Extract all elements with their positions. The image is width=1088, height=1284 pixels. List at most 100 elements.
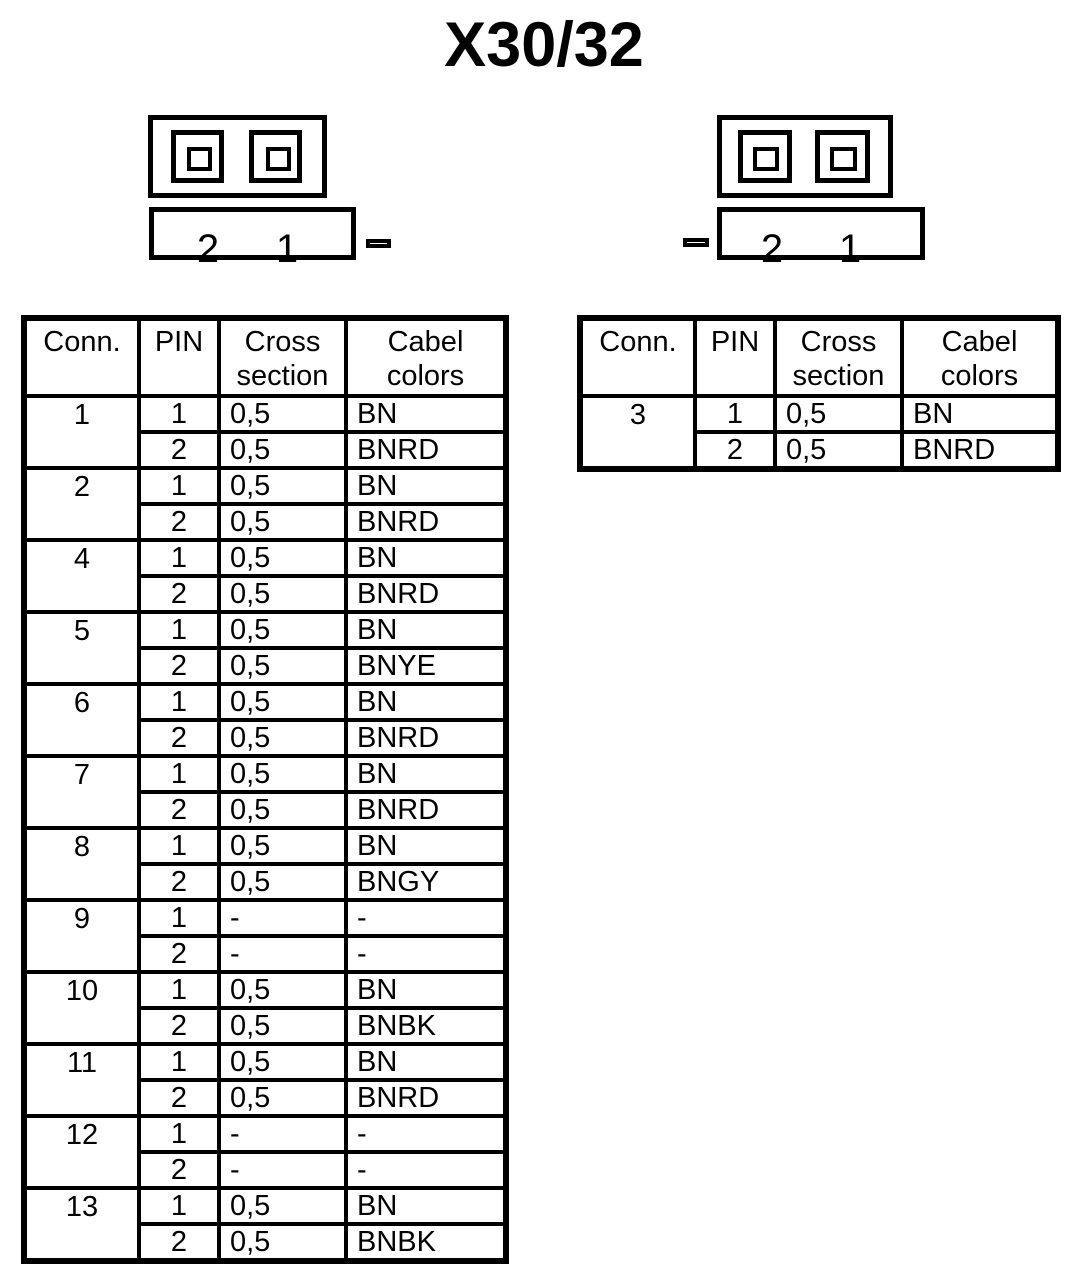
connector-latch-icon (366, 239, 391, 248)
cable-color-cell: BN (344, 538, 508, 578)
pin-cell: 1 (137, 682, 221, 722)
table-row: 2-- (24, 1150, 508, 1190)
pin-cell: 2 (137, 574, 221, 614)
cross-section-cell: 0,5 (217, 610, 348, 650)
connector-diagram-left: 2 1 (148, 115, 404, 275)
connector-base-icon (717, 207, 925, 260)
conn-cell: 8 (22, 826, 141, 902)
conn-cell: 2 (22, 466, 141, 542)
pin-terminal-2-icon (187, 147, 212, 171)
connector-base-icon (149, 207, 356, 260)
cross-section-cell: 0,5 (217, 862, 348, 902)
cable-color-cell: BN (344, 1186, 508, 1226)
conn-cell: 3 (578, 394, 697, 471)
cross-section-cell: 0,5 (217, 790, 348, 830)
cross-section-cell: - (217, 1150, 348, 1190)
table-header-row: Conn. PIN Cross section Cabel colors (578, 316, 1060, 398)
pin-cell: 1 (137, 826, 221, 866)
cross-section-cell: 0,5 (217, 1078, 348, 1118)
pin-terminal-2-icon (753, 147, 779, 171)
cross-section-cell: 0,5 (217, 970, 348, 1010)
cable-color-cell: BNRD (344, 1078, 508, 1118)
cross-section-cell: 0,5 (773, 394, 904, 434)
cable-color-cell: BN (900, 394, 1060, 434)
cross-section-cell: 0,5 (217, 718, 348, 758)
pin-cell: 1 (137, 1186, 221, 1226)
pin-cell: 2 (137, 430, 221, 470)
table-header-row: Conn. PIN Cross section Cabel colors (22, 316, 508, 398)
cable-color-cell: - (344, 1150, 508, 1190)
cross-section-cell: 0,5 (217, 1186, 348, 1226)
conn-cell: 11 (22, 1042, 141, 1118)
conn-cell: 7 (22, 754, 141, 830)
header-conn: Conn. (22, 316, 141, 398)
cross-section-cell: 0,5 (217, 574, 348, 614)
conn-cell: 9 (22, 898, 141, 974)
cable-color-cell: BNRD (900, 430, 1060, 471)
pin-cell: 2 (137, 934, 221, 974)
cross-section-cell: 0,5 (217, 466, 348, 506)
cross-section-cell: 0,5 (217, 754, 348, 794)
table-row: 2-- (24, 934, 508, 974)
pin-cell: 2 (137, 1078, 221, 1118)
page-title: X30/32 (444, 10, 644, 80)
header-conn: Conn. (578, 316, 697, 398)
pin-cell: 2 (137, 718, 221, 758)
cable-color-cell: BNGY (344, 862, 508, 902)
conn-cell: 12 (22, 1114, 141, 1190)
cable-color-cell: BNRD (344, 430, 508, 470)
cross-section-cell: - (217, 898, 348, 938)
cable-color-cell: - (344, 934, 508, 974)
cable-color-cell: BN (344, 682, 508, 722)
pin-number-label: 1 (838, 227, 862, 271)
cable-color-cell: BNRD (344, 574, 508, 614)
conn-cell: 4 (22, 538, 141, 614)
cross-section-cell: 0,5 (217, 502, 348, 542)
conn-cell: 5 (22, 610, 141, 686)
cable-color-cell: BN (344, 610, 508, 650)
pin-cell: 2 (693, 430, 777, 471)
pin-cell: 1 (137, 394, 221, 434)
pin-cell: 2 (137, 646, 221, 686)
cable-color-cell: BNYE (344, 646, 508, 686)
pin-cell: 1 (137, 1114, 221, 1154)
pin-cell: 1 (137, 898, 221, 938)
cable-color-cell: BNBK (344, 1222, 508, 1263)
connector-diagram-right: 2 1 (683, 115, 939, 275)
cable-color-cell: - (344, 898, 508, 938)
pin-cell: 1 (137, 538, 221, 578)
cross-section-cell: 0,5 (217, 1222, 348, 1263)
pin-cell: 1 (137, 1042, 221, 1082)
cable-color-cell: BN (344, 466, 508, 506)
cross-section-cell: 0,5 (217, 646, 348, 686)
pin-cell: 1 (137, 970, 221, 1010)
cable-color-cell: BN (344, 1042, 508, 1082)
conn-cell: 13 (22, 1186, 141, 1263)
cable-color-cell: BN (344, 826, 508, 866)
conn-cell: 10 (22, 970, 141, 1046)
cable-color-cell: BNRD (344, 790, 508, 830)
cross-section-cell: 0,5 (217, 1006, 348, 1046)
